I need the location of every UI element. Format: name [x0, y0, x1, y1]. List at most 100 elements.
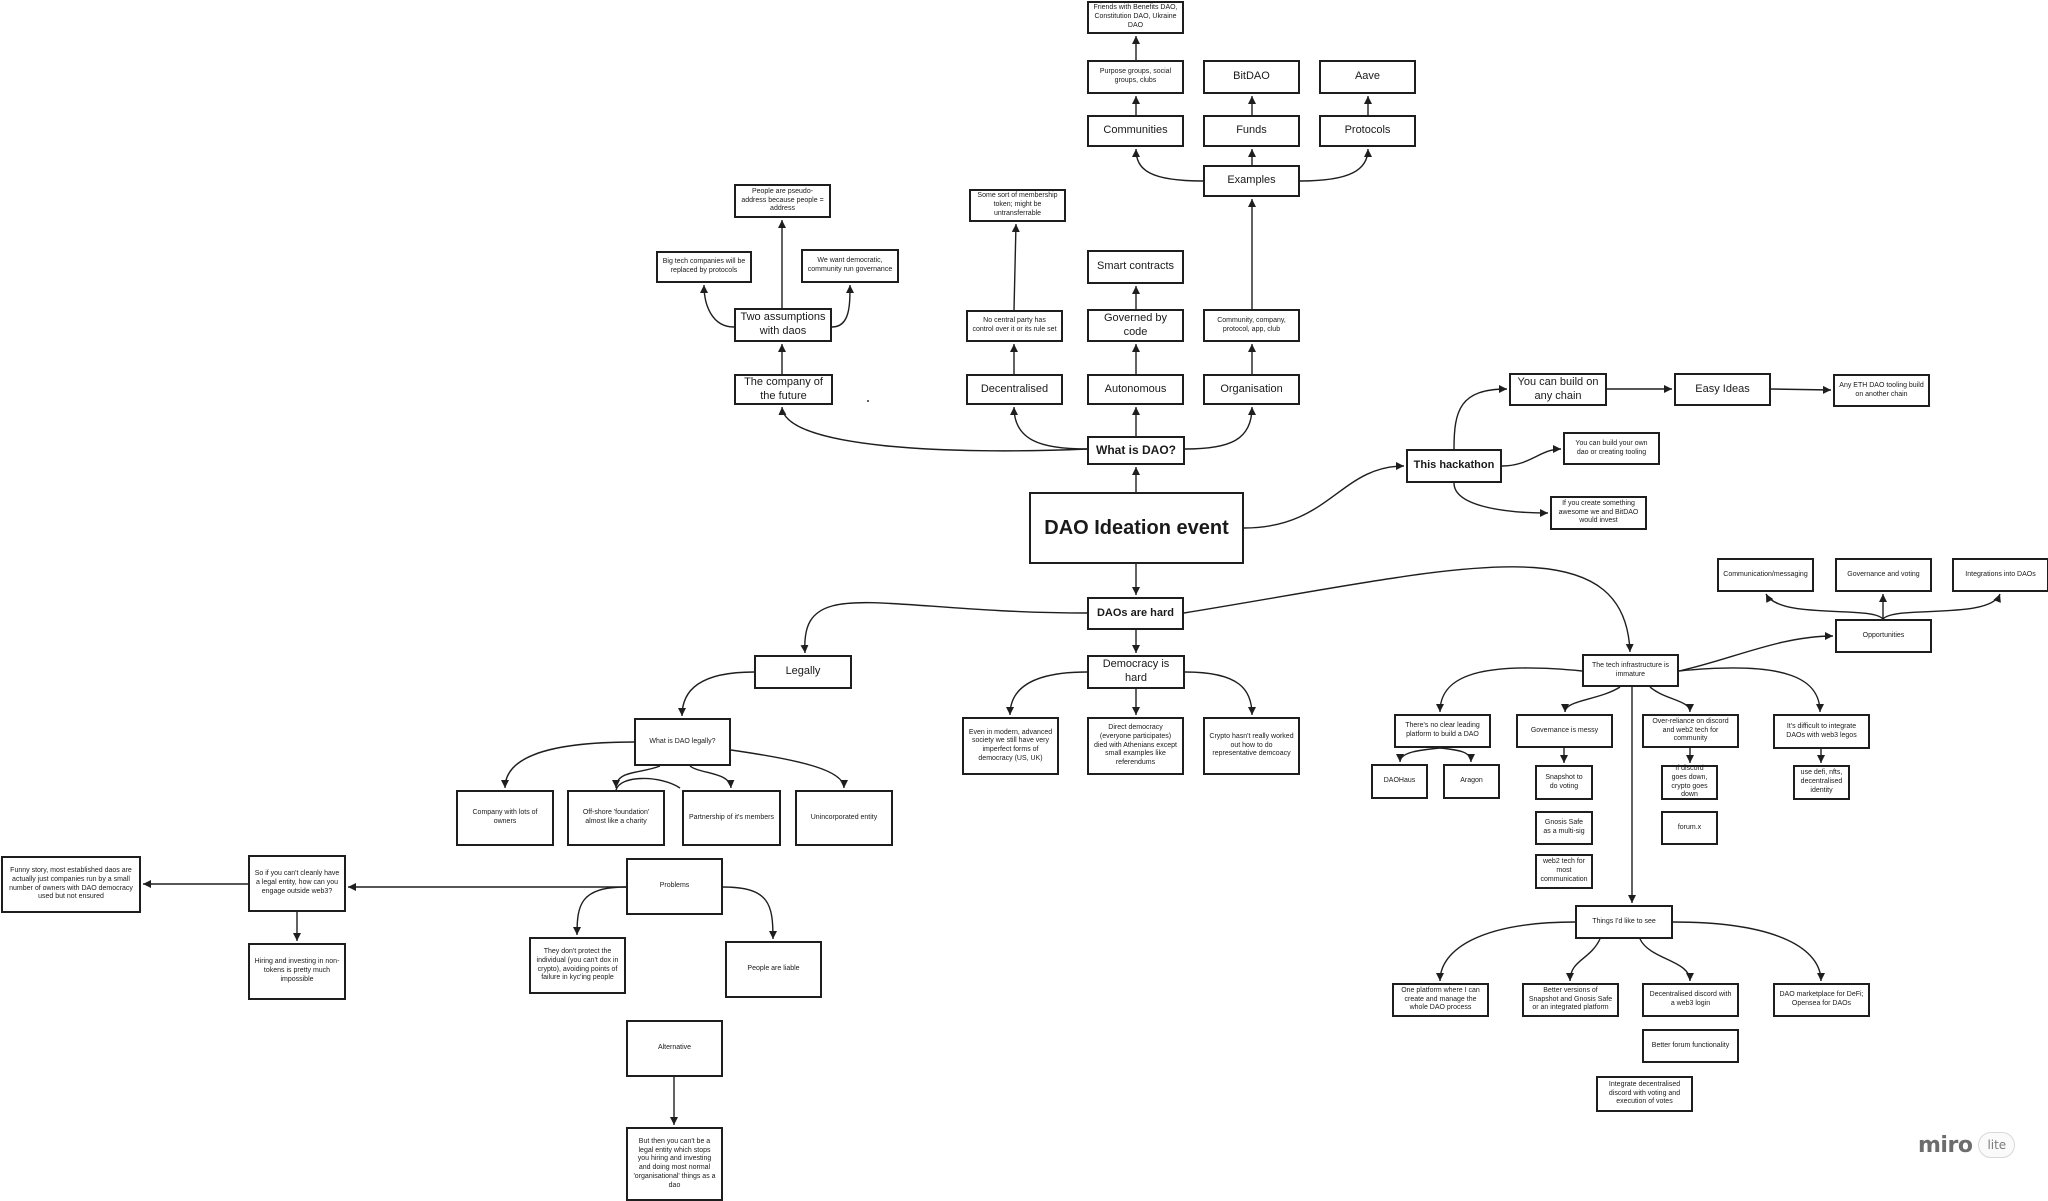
connector-things-oneplatform — [1436, 921, 1576, 982]
connector-democracy-crypto — [1184, 671, 1256, 716]
node-daohaus[interactable]: DAOHaus — [1371, 764, 1428, 799]
connector-tech-overreliance — [1649, 686, 1694, 713]
node-big-tech[interactable]: Big tech companies will be replaced by p… — [656, 251, 752, 283]
node-dao-marketplace[interactable]: DAO marketplace for DeFi; Opensea for DA… — [1773, 983, 1870, 1017]
node-friends-benefits[interactable]: Friends with Benefits DAO, Constitution … — [1087, 1, 1184, 34]
node-one-platform[interactable]: One platform where I can create and mana… — [1392, 983, 1489, 1017]
connector-hard-legally — [800, 601, 1088, 654]
node-community-company[interactable]: Community, company, protocol, app, club — [1203, 309, 1300, 342]
node-democracy-hard[interactable]: Democracy is hard — [1087, 655, 1185, 689]
node-protocols[interactable]: Protocols — [1319, 115, 1416, 147]
connector-two-bigtech — [700, 284, 735, 328]
node-governed-by-code[interactable]: Governed by code — [1087, 309, 1184, 342]
node-decentralised-discord[interactable]: Decentralised discord with a web3 login — [1642, 983, 1739, 1017]
connector-tech-govmessy — [1561, 686, 1621, 713]
node-organisation[interactable]: Organisation — [1203, 374, 1300, 405]
node-communication-messaging[interactable]: Communication/messaging — [1717, 558, 1814, 592]
node-cant-legal[interactable]: So if you can't cleanly have a legal ent… — [248, 855, 346, 912]
node-forum-x[interactable]: forum.x — [1661, 811, 1718, 845]
node-offshore[interactable]: Off-shore 'foundation' almost like a cha… — [567, 790, 665, 846]
connector-main-hackathon — [1243, 462, 1405, 529]
node-main[interactable]: DAO Ideation event — [1029, 492, 1244, 564]
node-smart-contracts[interactable]: Smart contracts — [1087, 250, 1184, 284]
connector-whatlegal-partnership — [689, 765, 735, 789]
node-problems[interactable]: Problems — [626, 858, 723, 915]
node-partnership[interactable]: Partnership of it's members — [682, 790, 781, 846]
node-gnosis[interactable]: Gnosis Safe as a multi-sig — [1535, 811, 1593, 845]
node-integrate-discord[interactable]: Integrate decentralised discord with vot… — [1596, 1076, 1693, 1112]
node-protect[interactable]: They don't protect the individual (you c… — [529, 937, 626, 994]
connector-opportunities-integr — [1882, 593, 2001, 620]
node-unincorporated[interactable]: Unincorporated entity — [795, 790, 893, 846]
node-two-assumptions[interactable]: Two assumptions with daos — [734, 308, 832, 342]
connector-nocentral-membership — [1011, 223, 1020, 311]
node-web2[interactable]: web2 tech for most communication — [1535, 854, 1593, 889]
node-awesome-invest[interactable]: If you create something awesome we and B… — [1550, 496, 1647, 530]
node-autonomous[interactable]: Autonomous — [1087, 374, 1184, 405]
connector-democracy-modern — [1006, 671, 1088, 716]
node-membership[interactable]: Some sort of membership token; might be … — [969, 189, 1066, 222]
node-opportunities[interactable]: Opportunities — [1835, 619, 1932, 653]
node-bitdao[interactable]: BitDAO — [1203, 60, 1300, 94]
connector-hackathon-owndao — [1501, 445, 1562, 467]
node-no-platform[interactable]: There's no clear leading platform to bui… — [1394, 714, 1491, 748]
node-company-owners[interactable]: Company with lots of owners — [456, 790, 554, 846]
node-governance-messy[interactable]: Governance is messy — [1516, 714, 1613, 748]
node-modern-society[interactable]: Even in modern, advanced society we stil… — [962, 717, 1059, 775]
node-funds[interactable]: Funds — [1203, 115, 1300, 147]
node-any-chain[interactable]: You can build on any chain — [1509, 373, 1607, 406]
node-better-forum[interactable]: Better forum functionality — [1642, 1029, 1739, 1063]
node-integrations[interactable]: Integrations into DAOs — [1952, 558, 2048, 592]
connector-opportunities-comm — [1765, 593, 1884, 620]
node-democratic[interactable]: We want democratic, community run govern… — [801, 249, 899, 283]
miro-wordmark: miro — [1918, 1132, 1973, 1158]
lite-badge: lite — [1978, 1132, 2016, 1158]
node-daos-are-hard[interactable]: DAOs are hard — [1087, 597, 1184, 630]
node-no-central[interactable]: No central party has control over it or … — [966, 310, 1063, 342]
node-aave[interactable]: Aave — [1319, 60, 1416, 94]
node-liable[interactable]: People are liable — [725, 941, 822, 998]
node-governance-voting[interactable]: Governance and voting — [1835, 558, 1932, 592]
node-decentralised[interactable]: Decentralised — [966, 374, 1063, 405]
node-discord-down[interactable]: If discord goes down, crypto goes down — [1661, 765, 1718, 800]
connector-examples-communities — [1132, 148, 1204, 182]
node-examples[interactable]: Examples — [1203, 165, 1300, 197]
node-tech-infra[interactable]: The tech infrastructure is immature — [1582, 654, 1679, 687]
connector-hackathon-awesome — [1453, 482, 1549, 517]
connector-whatlegal-company — [501, 741, 635, 789]
node-what-is-dao[interactable]: What is DAO? — [1087, 436, 1185, 465]
node-own-dao[interactable]: You can build your own dao or creating t… — [1563, 432, 1660, 465]
node-crypto-representative[interactable]: Crypto hasn't really worked out how to d… — [1203, 717, 1300, 775]
node-alternative[interactable]: Alternative — [626, 1020, 723, 1077]
connector-what-organisation — [1184, 406, 1256, 450]
stray-dot — [867, 400, 869, 402]
connector-hard-tech — [1183, 566, 1634, 653]
connector-tech-noplatform — [1436, 667, 1583, 713]
node-what-legal[interactable]: What is DAO legally? — [634, 718, 731, 766]
node-better-versions[interactable]: Better versions of Snapshot and Gnosis S… — [1522, 983, 1619, 1017]
node-funny-story[interactable]: Funny story, most established daos are a… — [1, 856, 141, 913]
node-easy-ideas[interactable]: Easy Ideas — [1674, 373, 1771, 406]
node-hiring[interactable]: Hiring and investing in non-tokens is pr… — [248, 943, 346, 1000]
node-snapshot[interactable]: Snapshot to do voting — [1535, 765, 1593, 800]
node-pseudo-address[interactable]: People are pseudo-address because people… — [734, 184, 831, 218]
node-things-to-see[interactable]: Things I'd like to see — [1575, 905, 1673, 939]
connector-problems-protect — [573, 886, 627, 936]
connector-noplatform-daohaus — [1396, 747, 1441, 763]
node-over-reliance[interactable]: Over-reliance on discord and web2 tech f… — [1642, 714, 1739, 748]
connector-legally-whatlegal — [678, 671, 755, 717]
node-legally[interactable]: Legally — [754, 655, 852, 689]
connector-noplatform-aragon — [1439, 747, 1475, 763]
node-difficult-integrate[interactable]: It's difficult to integrate DAOs with we… — [1773, 714, 1870, 749]
node-company-future[interactable]: The company of the future — [734, 374, 833, 405]
node-but-then[interactable]: But then you can't be a legal entity whi… — [626, 1127, 723, 1201]
node-communities[interactable]: Communities — [1087, 115, 1184, 147]
node-this-hackathon[interactable]: This hackathon — [1406, 449, 1502, 483]
node-aragon[interactable]: Aragon — [1443, 764, 1500, 799]
node-direct-democracy[interactable]: Direct democracy (everyone participates)… — [1087, 717, 1184, 775]
node-eth-tooling[interactable]: Any ETH DAO tooling build on another cha… — [1833, 374, 1930, 407]
node-defi-nfts[interactable]: use defi, nfts, decentralised identity — [1793, 765, 1850, 800]
connector-tech-difficult — [1678, 667, 1824, 713]
node-purpose-groups[interactable]: Purpose groups, social groups, clubs — [1087, 60, 1184, 94]
